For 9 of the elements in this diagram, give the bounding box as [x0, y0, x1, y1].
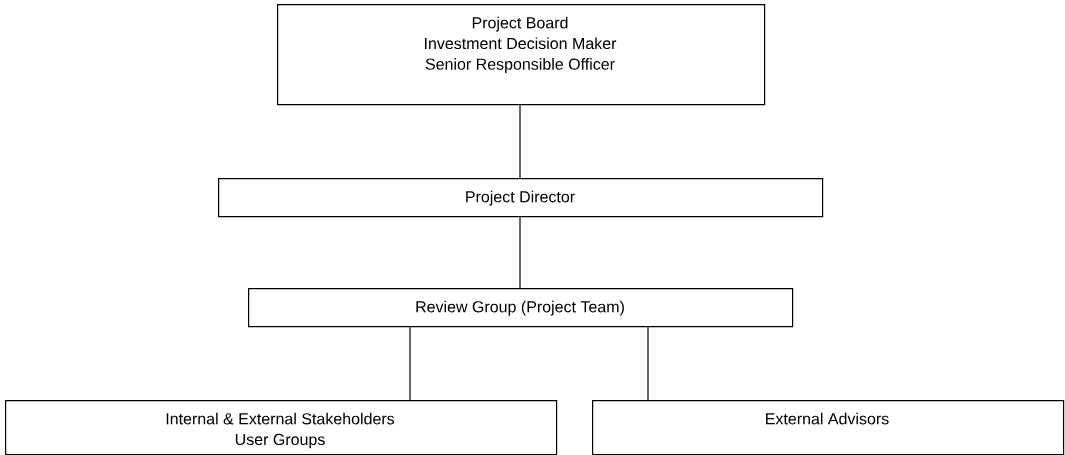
org-box: External Advisors — [592, 400, 1065, 455]
connector-line — [519, 216, 521, 289]
connector-line — [647, 326, 649, 401]
connector-line — [409, 326, 411, 401]
org-box: Project Director — [218, 178, 824, 218]
org-box: Project Board Investment Decision Maker Senior Responsible Officer — [277, 4, 766, 106]
connector-line — [519, 104, 521, 179]
org-box: Review Group (Project Team) — [248, 288, 794, 328]
org-box: Internal & External Stakeholders User Groups — [5, 400, 558, 455]
